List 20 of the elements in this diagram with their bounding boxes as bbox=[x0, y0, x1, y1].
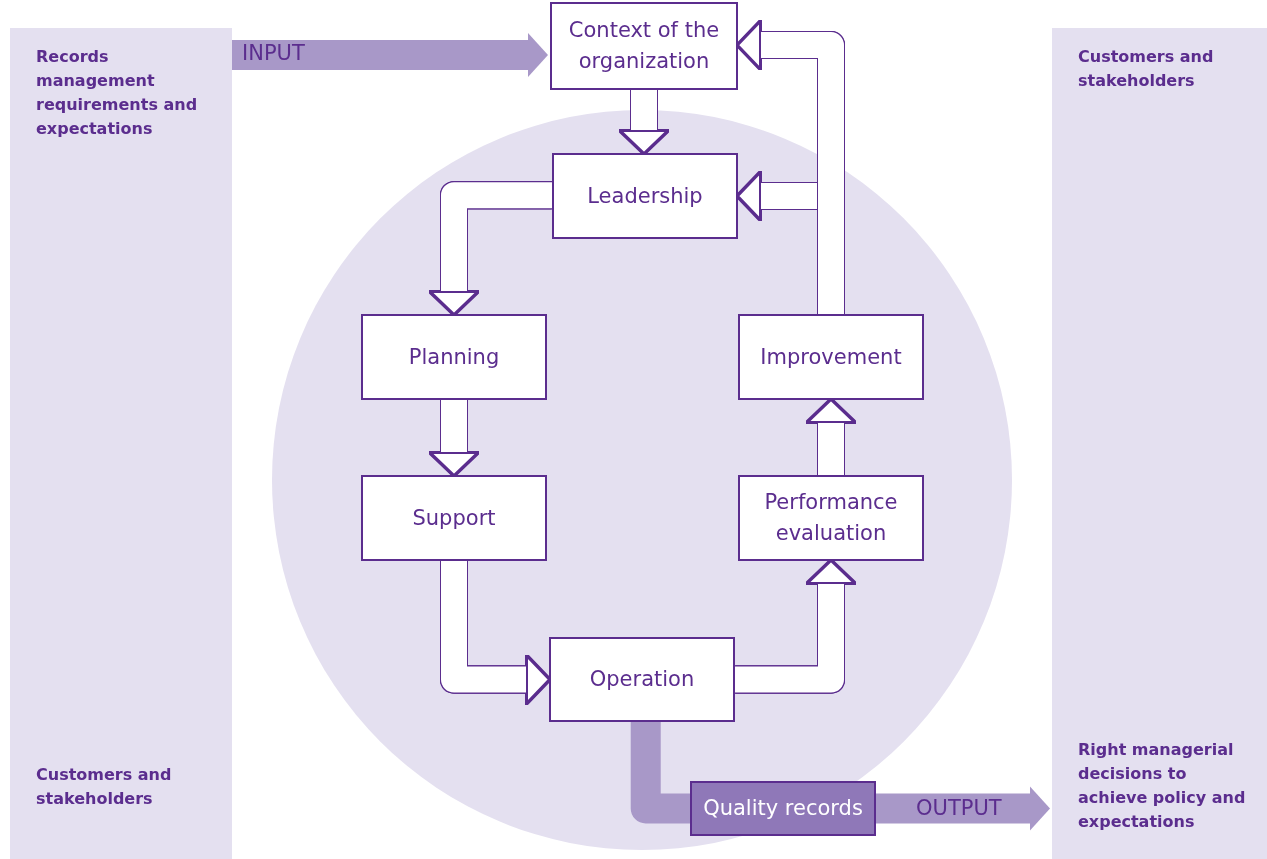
process-box: Improvement bbox=[738, 314, 924, 400]
panel-text: Customers and stakeholders bbox=[36, 764, 173, 810]
block-arrow bbox=[430, 400, 478, 476]
side-panel bbox=[1052, 28, 1267, 859]
process-box: Support bbox=[361, 475, 547, 561]
panel-text: Customers and stakeholders bbox=[1078, 46, 1215, 92]
panel-text: Right managerial decisions to achieve policy and expectations bbox=[1078, 739, 1247, 833]
process-box: Leadership bbox=[552, 153, 738, 239]
process-box: Operation bbox=[549, 637, 735, 722]
block-arrow bbox=[430, 182, 552, 315]
block-arrow bbox=[735, 560, 855, 693]
block-arrow bbox=[441, 561, 550, 704]
side-panel bbox=[10, 28, 232, 859]
process-box: Context of the organization bbox=[550, 2, 738, 90]
panel-text: Records management requirements and expectations bbox=[36, 46, 199, 140]
flow-arrow bbox=[876, 786, 1050, 831]
flow-arrow bbox=[232, 33, 548, 77]
block-arrow bbox=[807, 399, 855, 475]
process-box: Planning bbox=[361, 314, 547, 400]
process-box: Performance evaluation bbox=[738, 475, 924, 561]
